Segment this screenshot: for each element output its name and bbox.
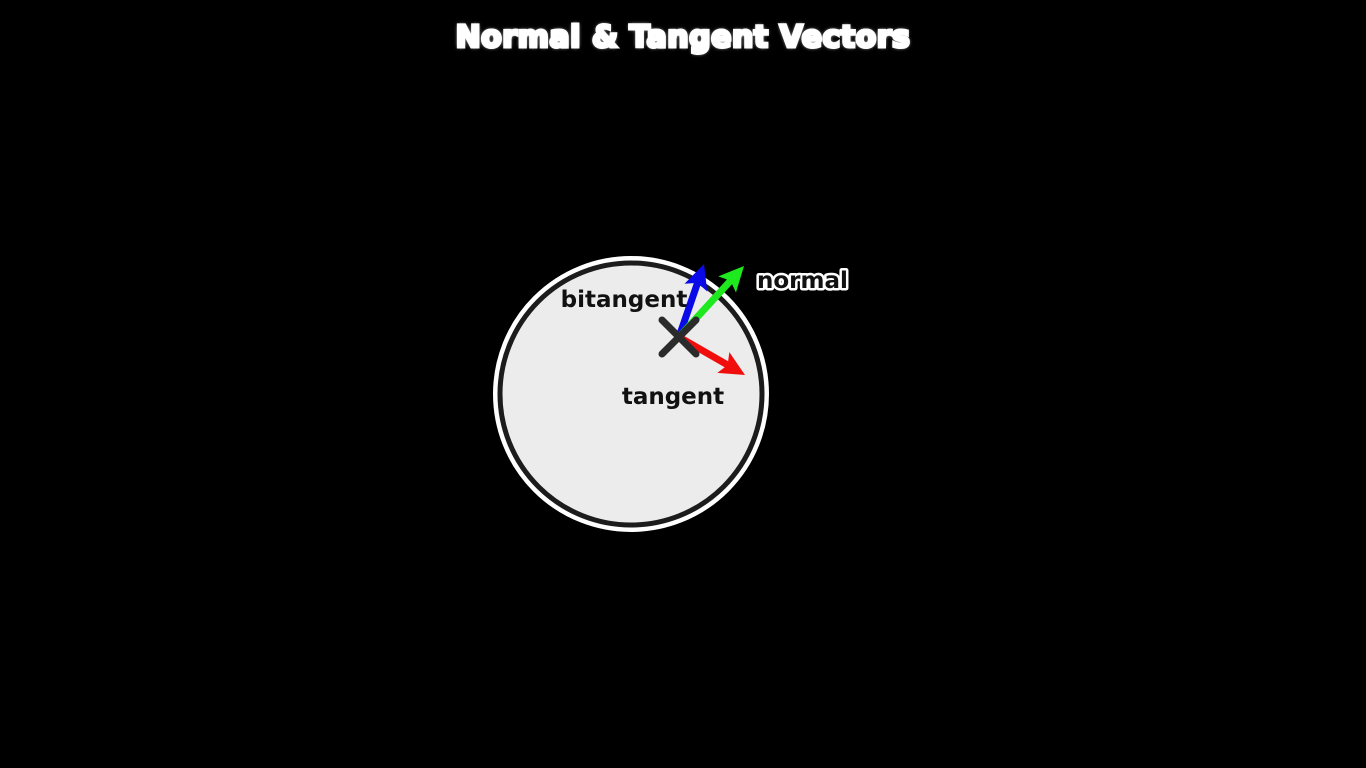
sphere-group [493, 256, 769, 532]
label-bitangent: bitangent [561, 287, 688, 313]
vector-arrowhead-bitangent [684, 264, 708, 292]
surface-point-cross-stroke-b [658, 316, 700, 358]
label-tangent: tangent [622, 384, 724, 410]
sphere-circle [497, 260, 765, 528]
label-normal: normal [757, 268, 848, 294]
vector-labels-group: bitangent normal tangent [561, 266, 851, 411]
vector-shaft-bitangent [675, 280, 702, 339]
vectors-group [675, 264, 745, 375]
vector-arrowhead-normal [718, 266, 744, 293]
surface-point-marker [658, 316, 700, 358]
page-title: Normal & Tangent Vectors [454, 19, 911, 57]
sphere-glow-ring [493, 256, 769, 532]
vector-arrowhead-tangent [717, 352, 745, 375]
